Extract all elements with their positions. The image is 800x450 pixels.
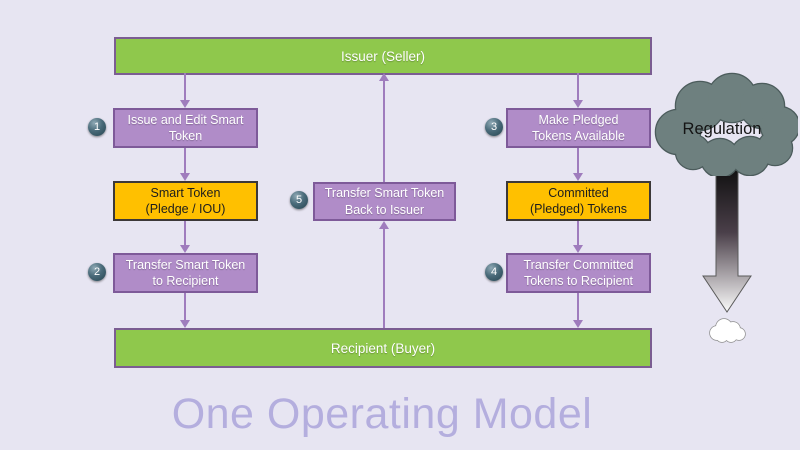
arrowhead-down-icon bbox=[573, 245, 583, 253]
arrowhead-up-icon bbox=[379, 221, 389, 229]
connector-step4-to-recipient bbox=[577, 293, 579, 321]
step-badge-5: 5 bbox=[290, 191, 308, 209]
step-badge-2: 2 bbox=[88, 263, 106, 281]
connector-step5-to-issuer bbox=[383, 80, 385, 182]
arrowhead-down-icon bbox=[573, 100, 583, 108]
box-transfer-smart-token-back-to-issuer: Transfer Smart Token Back to Issuer bbox=[313, 182, 456, 221]
arrowhead-down-icon bbox=[180, 100, 190, 108]
box-transfer-smart-token-to-recipient: Transfer Smart Token to Recipient bbox=[113, 253, 258, 293]
recipient-label: Recipient (Buyer) bbox=[330, 340, 436, 356]
step-badge-1: 1 bbox=[88, 118, 106, 136]
arrowhead-down-icon bbox=[180, 173, 190, 181]
box-transfer-committed-tokens-to-recipient: Transfer Committed Tokens to Recipient bbox=[506, 253, 651, 293]
slide-title: One Operating Model bbox=[171, 390, 593, 438]
issuer-bar: Issuer (Seller) bbox=[114, 37, 652, 75]
recipient-bar: Recipient (Buyer) bbox=[114, 328, 652, 368]
arrowhead-up-icon bbox=[379, 73, 389, 81]
arrowhead-down-icon bbox=[573, 320, 583, 328]
step-badge-4: 4 bbox=[485, 263, 503, 281]
connector-token-to-step2 bbox=[184, 221, 186, 246]
connector-recipient-to-step5 bbox=[383, 228, 385, 328]
connector-issuer-to-step1 bbox=[184, 73, 186, 101]
connector-step2-to-recipient bbox=[184, 293, 186, 321]
arrowhead-down-icon bbox=[180, 245, 190, 253]
arrowhead-down-icon bbox=[573, 173, 583, 181]
box-make-pledged-tokens-available: Make Pledged Tokens Available bbox=[506, 108, 651, 148]
puff-cloud-icon bbox=[709, 318, 746, 343]
regulation-label: Regulation bbox=[683, 120, 762, 138]
arrowhead-down-icon bbox=[180, 320, 190, 328]
box-committed-pledged-tokens: Committed (Pledged) Tokens bbox=[506, 181, 651, 221]
box-smart-token-pledge-iou: Smart Token (Pledge / IOU) bbox=[113, 181, 258, 221]
issuer-label: Issuer (Seller) bbox=[340, 48, 426, 64]
connector-step3-to-token bbox=[577, 148, 579, 174]
connector-step1-to-token bbox=[184, 148, 186, 174]
regulation-cloud-icon: Regulation bbox=[654, 72, 798, 176]
regulation-arrow-icon bbox=[702, 166, 752, 313]
box-issue-edit-smart-token: Issue and Edit Smart Token bbox=[113, 108, 258, 148]
connector-issuer-to-step3 bbox=[577, 73, 579, 101]
connector-token-to-step4 bbox=[577, 221, 579, 246]
step-badge-3: 3 bbox=[485, 118, 503, 136]
